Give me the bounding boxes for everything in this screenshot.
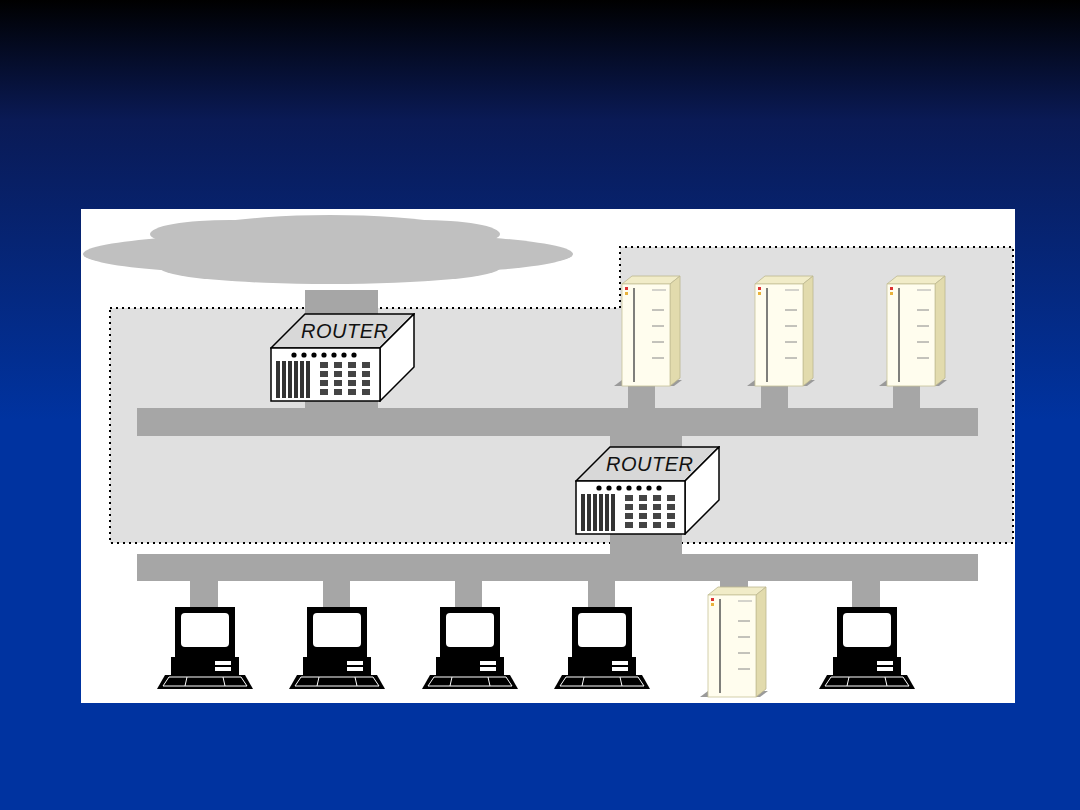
network-link	[326, 402, 647, 446]
router-label: ROUTER	[301, 321, 388, 341]
router-label: ROUTER	[606, 454, 693, 474]
router-box: ROUTER	[270, 313, 415, 402]
router-box: ROUTER	[575, 446, 720, 535]
